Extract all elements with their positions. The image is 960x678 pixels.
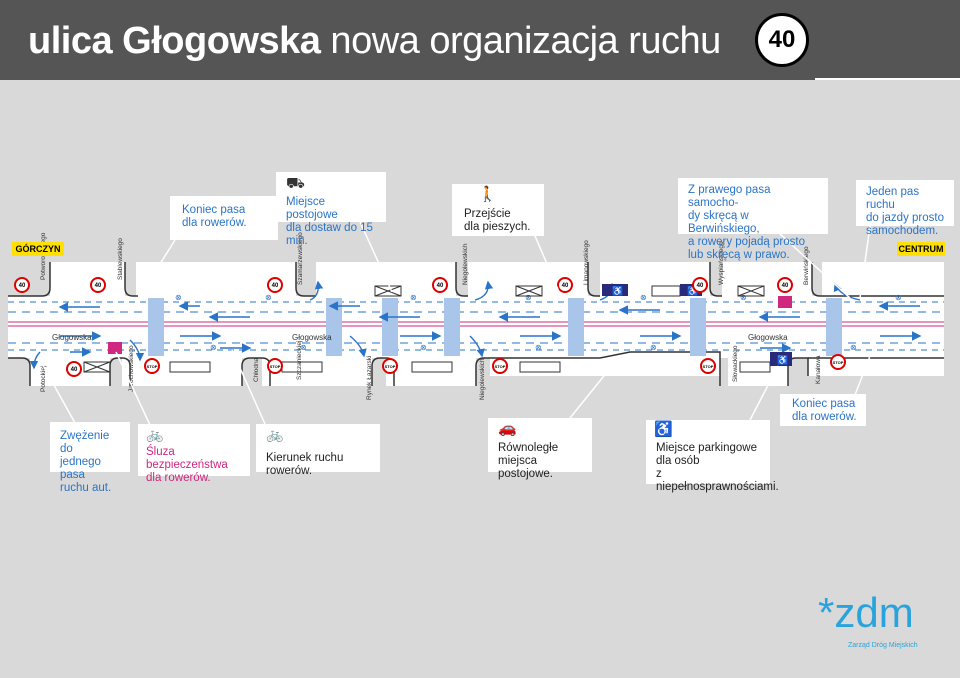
speed-sign-text: 40 — [95, 283, 102, 289]
stop-sign-text: STOP — [495, 364, 506, 369]
bike-box-markers — [108, 296, 792, 354]
bicycle-icon: 🚲 — [146, 426, 164, 442]
speed-sign-text: 40 — [19, 283, 26, 289]
car-icon: 🚗 — [498, 420, 517, 437]
stop-sign-text: STOP — [385, 364, 396, 369]
page-title: ulica Głogowska nowa organizacja ruchu — [28, 20, 721, 62]
svg-text:⊗: ⊗ — [420, 343, 427, 352]
cross-street-label: Kanałowa — [815, 355, 822, 384]
street-label-main: Głogowska — [748, 333, 788, 342]
zdm-logo: *zdm Zarząd Dróg Miejskich — [818, 589, 918, 650]
page-header: ulica Głogowska nowa organizacja ruchu 4… — [0, 0, 960, 80]
cross-street-label: Potworowskiego — [40, 232, 47, 280]
cross-street-label: Szczanieckiej — [296, 341, 303, 380]
destination-west: GÓRCZYN — [12, 242, 64, 256]
zdm-logo-mark: *zdm — [818, 589, 914, 636]
speed-sign-text: 40 — [562, 283, 569, 289]
bike-lane-markers: ⊗ ⊗ ⊗ ⊗ ⊗ ⊗ ⊗ ⊗ ⊗ ⊗ ⊗ ⊗ ⊗ — [175, 293, 902, 352]
speed-sign-text: 40 — [71, 367, 78, 373]
callout-pointers — [39, 221, 871, 433]
destination-east: CENTRUM — [897, 242, 945, 256]
svg-text:⊗: ⊗ — [740, 293, 747, 302]
svg-text:⊗: ⊗ — [525, 293, 532, 302]
speed-sign-text: 40 — [782, 283, 789, 289]
speed-limit-badge: 40 — [755, 13, 809, 67]
svg-text:⊗: ⊗ — [175, 293, 182, 302]
speed-sign-labels: 40 40 40 40 40 40 40 40 STOP STOP STOP S… — [19, 283, 844, 373]
svg-text:⊗: ⊗ — [410, 293, 417, 302]
cross-street-label: Słowackiego — [732, 345, 739, 382]
cross-street-label: Jarochowskiego — [128, 345, 135, 392]
cross-street-label: Stablewskiego — [117, 238, 124, 280]
cross-street-label: Niegolewskich — [462, 243, 469, 285]
wheelchair-icon: ♿ — [654, 421, 673, 438]
cross-street-label: Limanowskiego — [583, 240, 590, 285]
street-label-main: Głogowska — [292, 333, 332, 342]
stop-sign-text: STOP — [703, 364, 714, 369]
stop-sign-text: STOP — [270, 364, 281, 369]
svg-text:⊗: ⊗ — [300, 343, 307, 352]
cross-street-label: Wyspiańskiego — [718, 241, 725, 285]
cross-street-label: Niegolewskich — [479, 358, 486, 400]
stop-sign-text: STOP — [833, 360, 844, 365]
cross-street-label: Rynek Łazarski — [366, 356, 373, 400]
svg-text:⊗: ⊗ — [535, 343, 542, 352]
cross-street-labels-top: Potworowskiego Stablewskiego Szamarzewsk… — [40, 232, 810, 285]
bicycle-icon: 🚲 — [266, 426, 284, 442]
eastbound-arrows — [60, 331, 922, 357]
header-underline — [815, 78, 960, 80]
cross-street-label: Szamarzewskiego — [297, 232, 304, 285]
zdm-logo-subtitle: Zarząd Dróg Miejskich — [848, 642, 918, 649]
svg-text:♿: ♿ — [612, 285, 623, 296]
svg-text:⊗: ⊗ — [650, 343, 657, 352]
pedestrian-icon: 🚶 — [478, 186, 497, 203]
speed-sign-text: 40 — [272, 283, 279, 289]
callout-right-turn: Z prawego pasa samocho-dy skręcą w Berwi… — [678, 178, 828, 261]
cross-street-label: Chłodna — [253, 357, 260, 382]
svg-text:⊗: ⊗ — [210, 343, 217, 352]
svg-text:⊗: ⊗ — [640, 293, 647, 302]
cross-street-label: Berwińskiego — [803, 246, 810, 285]
svg-text:♿: ♿ — [687, 285, 698, 296]
speed-signs — [14, 277, 846, 377]
cross-street-labels-bottom: Potockiej Jarochowskiego Chłodna Szczani… — [40, 341, 822, 400]
westbound-arrows — [58, 301, 920, 322]
cross-street-label: Potockiej — [40, 366, 47, 392]
svg-text:⊗: ⊗ — [265, 293, 272, 302]
truck-icon: ⛟ — [286, 175, 305, 192]
callout-bike-direction: 🚲 Kierunek ruchu rowerów. — [256, 424, 380, 477]
speed-sign-text: 40 — [697, 283, 704, 289]
speed-sign-text: 40 — [437, 283, 444, 289]
pedestrian-crossings — [148, 298, 842, 356]
svg-text:⊗: ⊗ — [850, 343, 857, 352]
disabled-parking-markers — [602, 284, 792, 366]
svg-text:⊗: ⊗ — [895, 293, 902, 302]
stop-sign-text: STOP — [147, 364, 158, 369]
street-label-main: Głogowska — [52, 333, 92, 342]
wheelchair-icons: ♿ ♿ ♿ — [612, 285, 788, 365]
svg-text:♿: ♿ — [777, 354, 788, 365]
